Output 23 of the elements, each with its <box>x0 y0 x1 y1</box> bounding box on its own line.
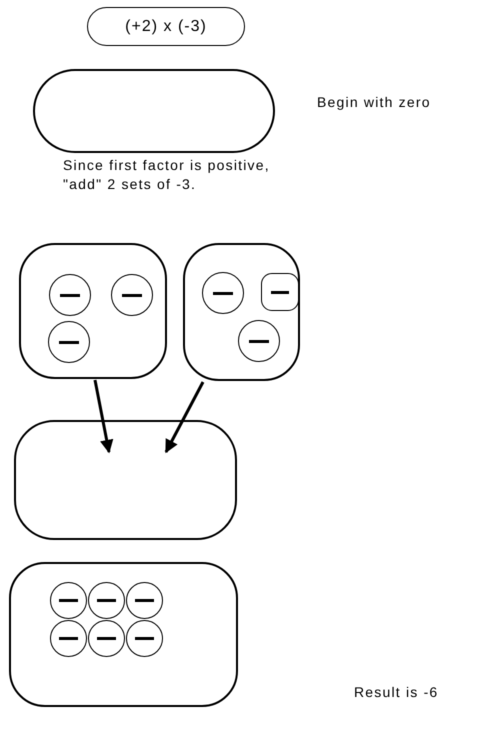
minus-counter <box>238 320 280 362</box>
arrow <box>94 380 114 454</box>
minus-counter <box>111 274 153 316</box>
explanation-text: Since first factor is positive, "add" 2 sets of -3. <box>63 156 271 194</box>
minus-counter <box>50 620 87 657</box>
minus-counter <box>48 321 90 363</box>
minus-counter <box>49 274 91 316</box>
minus-counter <box>126 620 163 657</box>
pill-box <box>87 7 245 46</box>
rounded-box <box>14 420 237 540</box>
rounded-box <box>183 243 300 381</box>
rounded-box <box>19 243 167 379</box>
minus-counter <box>126 582 163 619</box>
minus-tile <box>261 273 299 311</box>
minus-counter <box>50 582 87 619</box>
expression-text: (+2) x (-3) <box>125 18 207 36</box>
minus-counter <box>202 272 244 314</box>
minus-counter <box>88 620 125 657</box>
rounded-box <box>9 562 238 707</box>
step-note: Begin with zero <box>317 94 431 111</box>
arrow <box>164 381 204 454</box>
minus-counter <box>88 582 125 619</box>
result-note: Result is -6 <box>354 683 440 702</box>
